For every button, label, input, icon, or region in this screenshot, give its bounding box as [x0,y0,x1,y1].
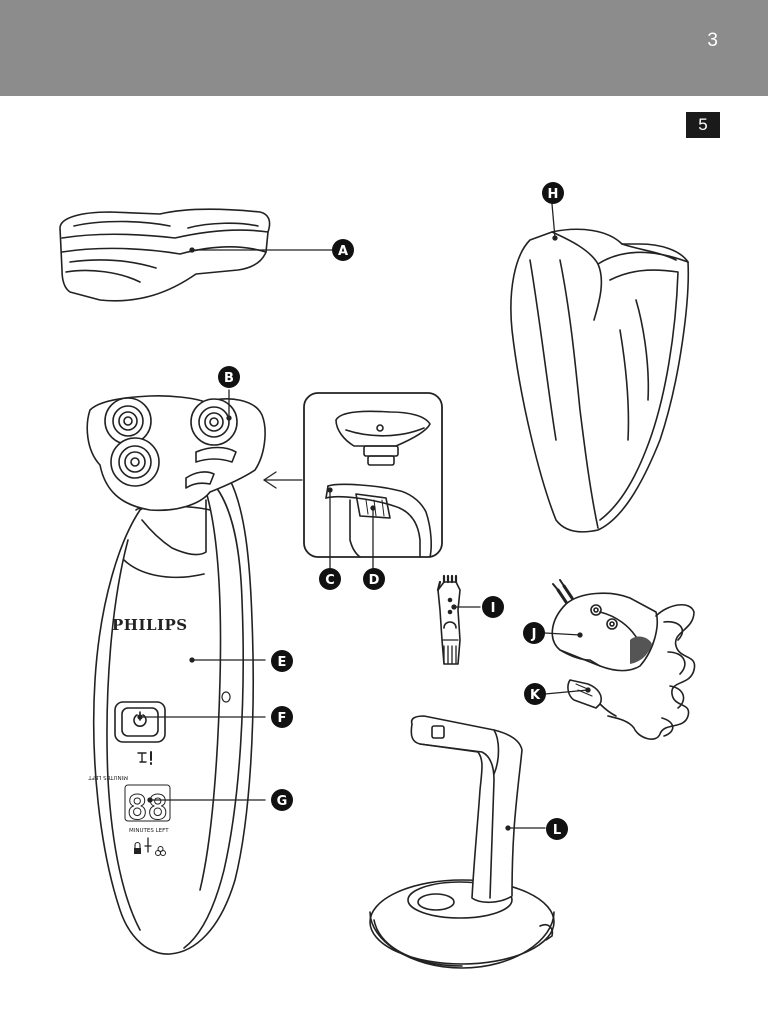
svg-text:F: F [278,711,287,726]
callout-I: I [482,596,504,618]
callout-B: B [218,366,240,388]
header-bar: 3 [0,0,768,96]
svg-text:D: D [369,573,380,588]
callout-K: K [524,683,546,705]
display-label-top: MINUTES LEFT [88,774,128,780]
detail-inset [263,392,443,558]
svg-text:J: J [531,627,537,642]
page-number: 3 [707,30,718,51]
callout-H: H [542,182,564,204]
svg-text:B: B [224,371,234,386]
travel-pouch [510,228,690,533]
charging-stand [369,715,555,969]
callout-L: L [546,818,568,840]
display-label-bottom: MINUTES LEFT [129,828,169,834]
svg-text:I: I [491,601,496,616]
svg-text:A: A [338,244,348,259]
svg-text:K: K [530,688,541,703]
shaver: PHILIPS 88 MINUTES LEFT MINUTES LEFT [86,395,266,955]
protection-cap [59,208,271,302]
callout-A: A [332,239,354,261]
lock-icon [134,848,141,854]
cleaning-brush [436,574,461,665]
callout-D: D [363,568,385,590]
cleaning-icon [137,752,147,763]
plug-icon [144,837,152,853]
svg-text:C: C [325,573,335,588]
power-adapter [551,579,696,740]
shaver-display-digits: 88 [127,788,168,828]
leader-lines [137,203,591,831]
figure-number: 5 [686,112,720,138]
callout-G: G [271,789,293,811]
callout-E: E [271,650,293,672]
svg-text:G: G [277,794,288,809]
svg-text:L: L [553,823,561,838]
svg-text:E: E [278,655,287,670]
svg-text:H: H [548,187,559,202]
callout-J: J [523,622,545,644]
callout-C: C [319,568,341,590]
callout-F: F [271,706,293,728]
shaver-brand-label: PHILIPS [112,616,188,634]
